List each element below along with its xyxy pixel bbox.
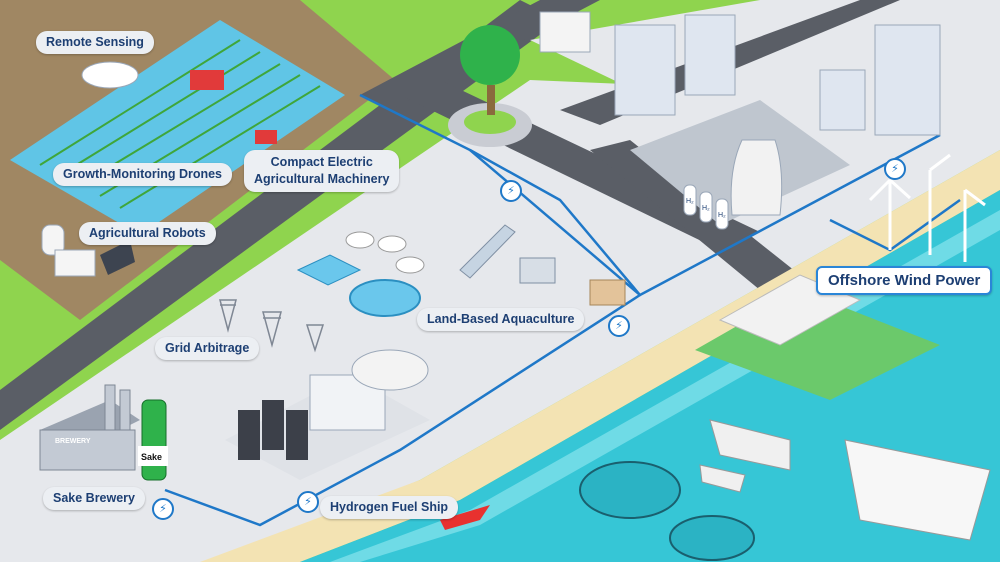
brewery-sign: BREWERY (55, 438, 91, 445)
lightning-bolt-icon: ⚡ (884, 158, 906, 180)
vessels (440, 419, 991, 541)
lightning-bolt-icon: ⚡ (500, 180, 522, 202)
label-compact-electric-machinery: Compact Electric Agricultural Machinery (244, 150, 400, 192)
sea (300, 190, 1000, 562)
lightning-bolt-icon: ⚡ (608, 315, 630, 337)
city-buildings (539, 11, 941, 136)
main-road (0, 0, 560, 430)
brewery (39, 384, 168, 481)
label-grid-arbitrage: Grid Arbitrage (155, 337, 260, 360)
wind-turbines (868, 153, 986, 262)
svg-text:H₂: H₂ (718, 212, 726, 219)
aquaculture-facility (296, 224, 626, 317)
label-remote-sensing: Remote Sensing (36, 31, 154, 54)
hydrogen-plant (630, 100, 850, 230)
lightning-bolt-icon: ⚡ (152, 498, 174, 520)
label-hydrogen-fuel-ship: Hydrogen Fuel Ship (320, 496, 459, 519)
tree (460, 25, 520, 115)
transmission-towers (219, 299, 325, 353)
grid-storage-facility (225, 349, 430, 480)
lightning-bolt-icon: ⚡ (297, 491, 319, 513)
label-offshore-wind-power: Offshore Wind Power (816, 266, 993, 295)
sake-bottle-label: Sake (141, 452, 162, 462)
label-land-based-aquaculture: Land-Based Aquaculture (417, 308, 585, 331)
farm-machinery (41, 61, 277, 277)
svg-text:H₂: H₂ (702, 205, 710, 212)
h2-tank-label: H₂ (686, 198, 694, 205)
label-sake-brewery: Sake Brewery (43, 487, 146, 510)
fish-farm-pens (579, 461, 755, 561)
side-road (590, 140, 800, 290)
label-agricultural-robots: Agricultural Robots (79, 222, 216, 245)
label-growth-monitoring-drones: Growth-Monitoring Drones (53, 163, 233, 186)
